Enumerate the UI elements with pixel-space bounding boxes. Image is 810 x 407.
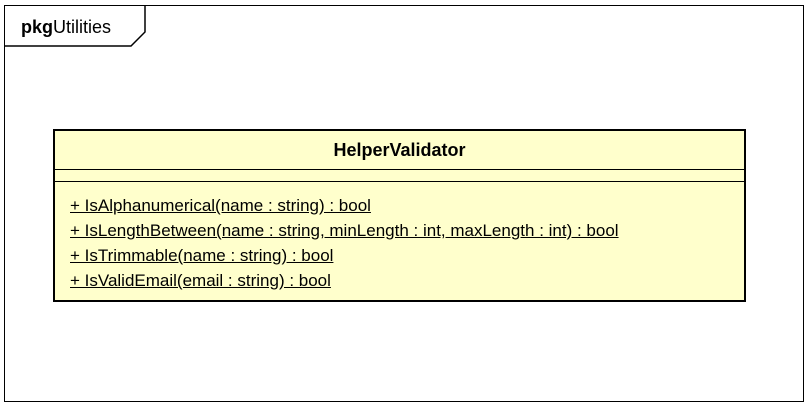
- class-name: HelperValidator: [333, 139, 466, 160]
- package-tab-outline: [4, 5, 146, 47]
- operations-list: + IsAlphanumerical(name : string) : bool…: [70, 193, 619, 293]
- package-keyword: pkg: [21, 17, 54, 37]
- package-name: Utilities: [53, 17, 112, 37]
- operations-divider: [55, 181, 744, 182]
- operation-is-length-between: + IsLengthBetween(name : string, minLeng…: [70, 221, 619, 240]
- operation-is-trimmable: + IsTrimmable(name : string) : bool: [70, 246, 334, 265]
- package-name-tab: pkgUtilities: [4, 5, 149, 47]
- operation-is-valid-email: + IsValidEmail(email : string) : bool: [70, 271, 331, 290]
- class-helper-validator[interactable]: HelperValidator + IsAlphanumerical(name …: [53, 129, 746, 302]
- operation-is-alphanumerical: + IsAlphanumerical(name : string) : bool: [70, 196, 371, 215]
- attributes-divider: [55, 169, 744, 170]
- package-frame: [4, 5, 804, 402]
- package-label: pkgUtilities: [21, 18, 111, 36]
